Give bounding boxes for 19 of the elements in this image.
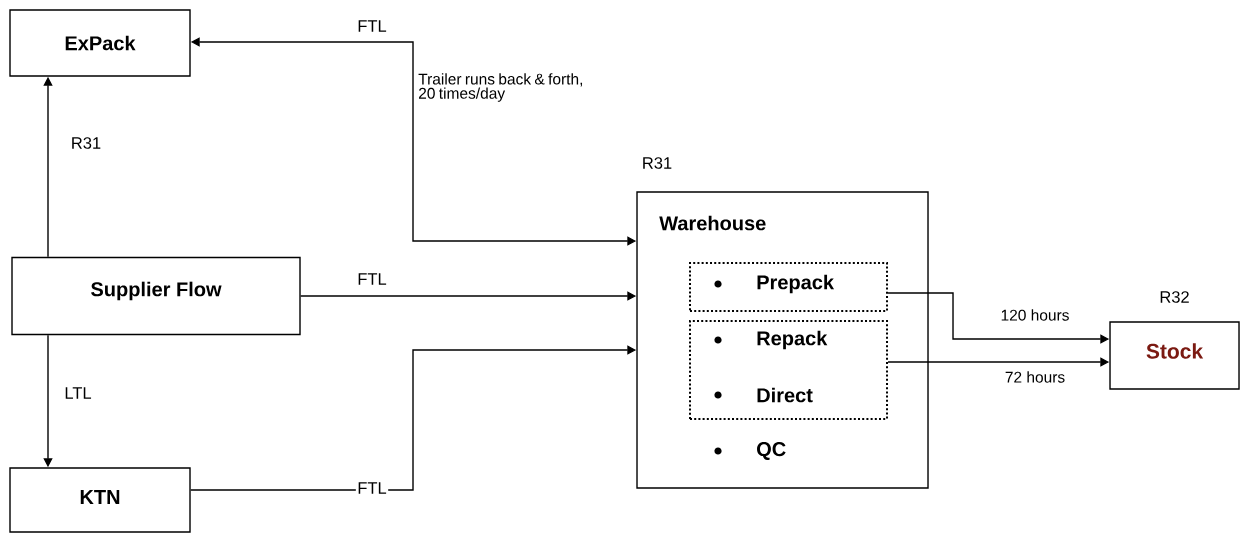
edge-label: FTL [355,480,389,496]
edge-label: R31 [69,135,103,151]
node-caption: R32 [1160,291,1189,303]
box-label: ExPack [65,35,136,51]
edge-label: LTL [62,385,94,401]
edge-label: 120 hours [999,307,1071,323]
edge-label: FTL [355,18,389,34]
box-label: Supplier Flow [91,281,222,301]
list-item: Repack [757,330,828,350]
box-label: KTN [80,490,120,504]
node-caption: R31 [643,157,672,169]
box-label: Warehouse [659,215,766,231]
note-text: Trailer runs back & forth, 20 times/day [418,73,583,102]
box-label: Stock [1146,343,1204,359]
list-item: Prepack [757,274,835,294]
list-item: QC [757,442,786,460]
list-item: Direct [757,387,813,403]
edge-label: 72 hours [1003,369,1067,385]
edge-label: FTL [355,271,389,287]
